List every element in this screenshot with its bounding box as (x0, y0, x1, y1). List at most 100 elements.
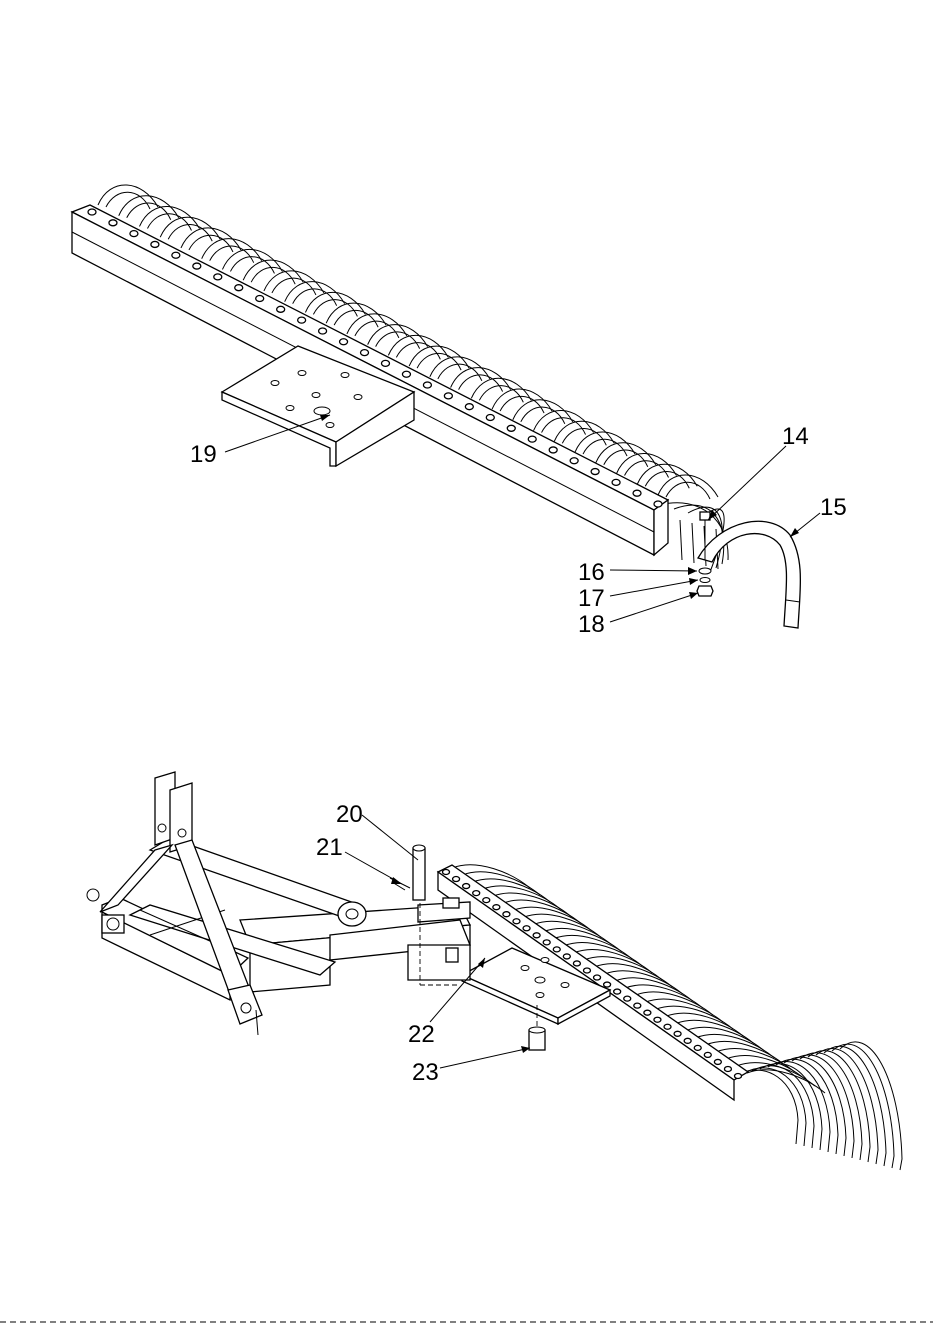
tine-bolt (549, 447, 557, 453)
rake-tine-leg (808, 1051, 870, 1162)
bottom-rake-tines (452, 865, 902, 1170)
lift-pin (241, 1003, 251, 1013)
tine-bolt (563, 954, 570, 959)
rake-bar-assembly: 19 14 15 16 17 18 (72, 185, 847, 638)
lock-washer (700, 578, 710, 583)
leader-arrow (391, 877, 402, 884)
callout-21: 21 (316, 834, 343, 861)
beam-end-bolt (443, 898, 459, 908)
tine-bolt (543, 940, 550, 945)
tine-bolt (724, 1066, 731, 1071)
tine-bolt (714, 1059, 721, 1064)
swivel-pin-head (413, 845, 425, 851)
rake-tine-leg (736, 1070, 798, 1144)
rake-tine-inner (106, 192, 150, 209)
leader-20 (362, 815, 418, 860)
plate-hole (561, 983, 569, 988)
tine-bolt (553, 947, 560, 952)
tine-bolt (674, 1031, 681, 1036)
tine-bolt (633, 490, 641, 496)
tine-bolt (473, 891, 480, 896)
tine-bolt (402, 371, 410, 377)
callout-19: 19 (190, 441, 217, 468)
leader-18 (610, 593, 698, 622)
swivel-pin (413, 848, 425, 900)
callout-18: 18 (578, 611, 605, 638)
hitch-leg-left (100, 845, 172, 912)
lift-pin-left-head (107, 918, 119, 930)
tine-bolt (573, 961, 580, 966)
tine-bolt (361, 350, 369, 356)
swivel-block (408, 945, 470, 980)
rake-tine (747, 1070, 825, 1093)
swivel-nut-top (529, 1027, 545, 1033)
tine-bolt (570, 458, 578, 464)
rake-bar-top-face (72, 205, 668, 510)
tine-bolt (463, 884, 470, 889)
bracket-hole (326, 423, 334, 428)
tine-bolt (614, 989, 621, 994)
rake-tine-leg (800, 1053, 862, 1160)
rake-tine-leg (680, 520, 682, 560)
mast-pin-hole (178, 829, 186, 837)
tine-bolt (443, 870, 450, 875)
tine-bolt (644, 1010, 651, 1015)
tine-bolt (151, 241, 159, 247)
bracket-hole (341, 373, 349, 378)
tine-bolt (486, 414, 494, 420)
callout-20: 20 (336, 801, 363, 828)
tine-bolt (88, 209, 96, 215)
rake-tine-leg (776, 1059, 838, 1154)
tine-bolt (319, 328, 327, 334)
leader-arrow (689, 592, 698, 599)
tine-bolt (130, 231, 138, 237)
callout-22: 22 (408, 1021, 435, 1048)
rake-tine-leg (824, 1046, 886, 1166)
hex-nut (697, 586, 713, 596)
tine-bolt (503, 912, 510, 917)
tine-bolt (172, 252, 180, 258)
flat-washer (699, 568, 711, 574)
tine-bolt (465, 404, 473, 410)
tine-bolt (684, 1038, 691, 1043)
tine-bolt (612, 479, 620, 485)
callout-16: 16 (578, 559, 605, 586)
tine-bolt (277, 306, 285, 312)
tine-bolt (235, 285, 243, 291)
swivel-bushing (446, 948, 458, 962)
rake-tine-leg (692, 523, 694, 563)
plate-hole (521, 966, 529, 971)
tine-bolt (483, 898, 490, 903)
tine-bolt (214, 274, 222, 280)
tine-bolt (513, 919, 520, 924)
tine-bolt (735, 1074, 742, 1079)
bracket-hole (286, 406, 294, 411)
tine-bolt (694, 1045, 701, 1050)
callout-17: 17 (578, 585, 605, 612)
tine-bolt (423, 382, 431, 388)
tine-bolt (193, 263, 201, 269)
tine-bolt (704, 1052, 711, 1057)
tine-bolt (523, 926, 530, 931)
leader-arrow (688, 567, 697, 575)
tine-bolt (624, 996, 631, 1001)
tine-bolt (381, 360, 389, 366)
bracket-hole (298, 371, 306, 376)
bracket-hole (312, 393, 320, 398)
tine-bolt (109, 220, 117, 226)
hitch-and-rake-assembly: 20 21 22 23 (87, 772, 902, 1170)
tine-bolt (654, 1017, 661, 1022)
plate-hole (541, 958, 549, 963)
plate-hole (535, 977, 545, 983)
tine-bolt (591, 469, 599, 475)
leader-16 (610, 570, 697, 571)
rake-tine-leg (792, 1055, 854, 1158)
tine-bolt (583, 968, 590, 973)
tine-bolt (256, 296, 264, 302)
tine-bolt (507, 425, 515, 431)
beam-pivot-hole (346, 909, 358, 919)
mast-pin-hole (158, 824, 166, 832)
leader-arrow (790, 528, 799, 537)
bracket-hole (271, 381, 279, 386)
